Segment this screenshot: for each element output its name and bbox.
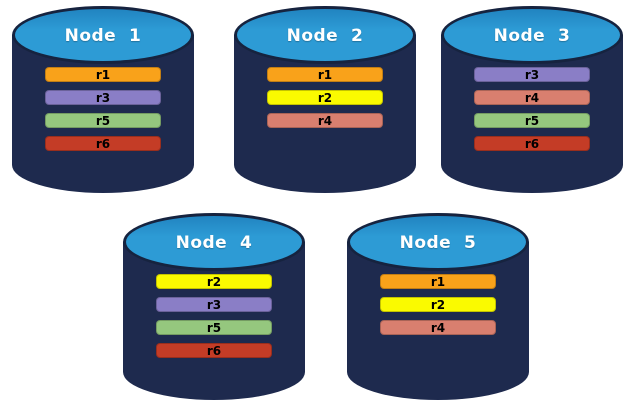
node-3-cylinder: Node 3 r3 r4 r5 r6 — [441, 6, 623, 193]
node-title: Node 2 — [286, 25, 364, 46]
replica-bar-r2: r2 — [267, 90, 383, 105]
replica-bar-r3: r3 — [474, 67, 590, 82]
replica-bar-r4: r4 — [380, 320, 496, 335]
node-title: Node 1 — [64, 25, 142, 46]
cylinder-top: Node 3 — [441, 6, 623, 64]
replica-list: r1 r2 r4 — [267, 67, 383, 128]
cylinder-top: Node 5 — [347, 213, 529, 271]
node-title: Node 5 — [399, 232, 477, 253]
replica-bar-r4: r4 — [267, 113, 383, 128]
replica-list: r3 r4 r5 r6 — [474, 67, 590, 151]
replica-list: r2 r3 r5 r6 — [156, 274, 272, 358]
replica-bar-r1: r1 — [380, 274, 496, 289]
cylinder-top: Node 2 — [234, 6, 416, 64]
replica-list: r1 r2 r4 — [380, 274, 496, 335]
replica-bar-r2: r2 — [156, 274, 272, 289]
replica-bar-r5: r5 — [45, 113, 161, 128]
cylinder-top: Node 4 — [123, 213, 305, 271]
replica-bar-r1: r1 — [45, 67, 161, 82]
replica-bar-r3: r3 — [156, 297, 272, 312]
node-5-cylinder: Node 5 r1 r2 r4 — [347, 213, 529, 400]
replica-list: r1 r3 r5 r6 — [45, 67, 161, 151]
replica-bar-r6: r6 — [45, 136, 161, 151]
node-2-cylinder: Node 2 r1 r2 r4 — [234, 6, 416, 193]
replica-bar-r5: r5 — [156, 320, 272, 335]
replica-bar-r2: r2 — [380, 297, 496, 312]
cylinder-top: Node 1 — [12, 6, 194, 64]
replica-bar-r1: r1 — [267, 67, 383, 82]
replica-bar-r4: r4 — [474, 90, 590, 105]
replica-bar-r5: r5 — [474, 113, 590, 128]
node-4-cylinder: Node 4 r2 r3 r5 r6 — [123, 213, 305, 400]
node-title: Node 3 — [493, 25, 571, 46]
replica-bar-r3: r3 — [45, 90, 161, 105]
replica-bar-r6: r6 — [156, 343, 272, 358]
replica-bar-r6: r6 — [474, 136, 590, 151]
node-title: Node 4 — [175, 232, 253, 253]
node-1-cylinder: Node 1 r1 r3 r5 r6 — [12, 6, 194, 193]
